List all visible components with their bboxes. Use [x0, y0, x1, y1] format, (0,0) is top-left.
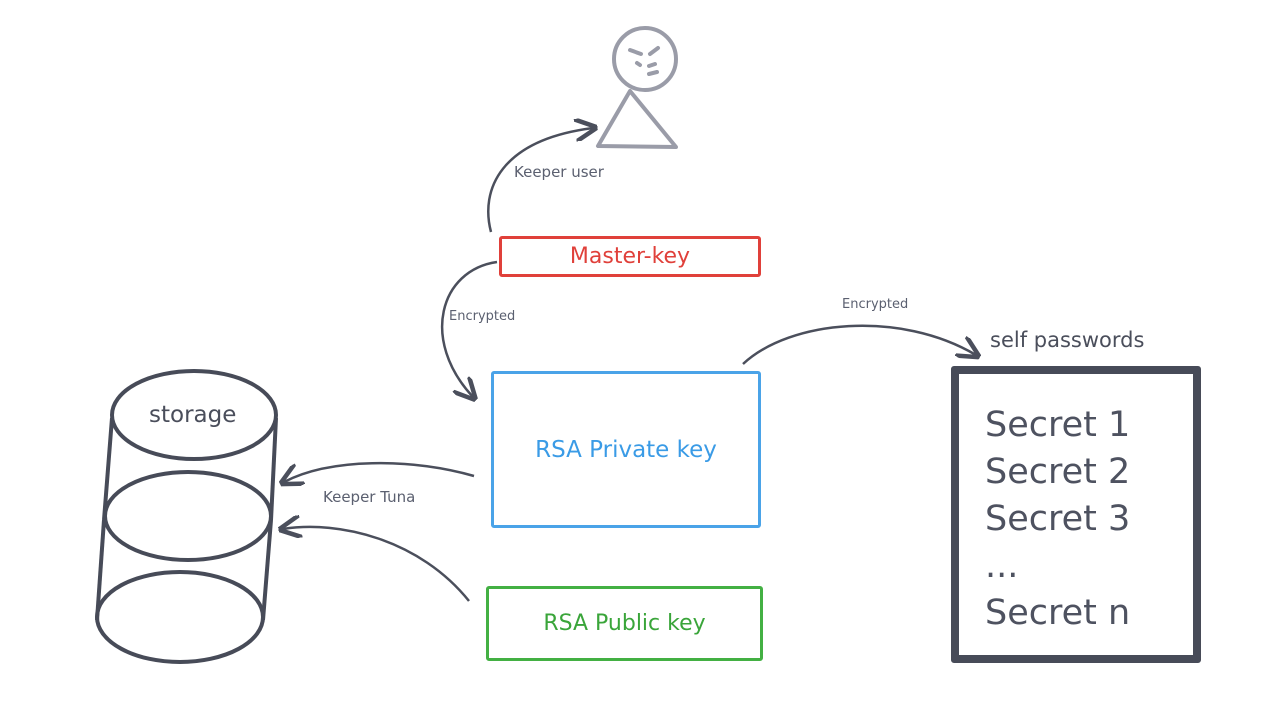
self-passwords-title: self passwords — [990, 328, 1145, 352]
rsa-private-key-box: RSA Private key — [491, 371, 761, 528]
storage-cylinder-icon — [95, 369, 278, 664]
rsa-public-key-box: RSA Public key — [486, 586, 763, 661]
secret-item: ... — [985, 546, 1019, 586]
secret-item: Secret 2 — [985, 452, 1131, 492]
rsa-public-key-label: RSA Public key — [543, 611, 706, 636]
keeper-user-label: Keeper user — [514, 163, 604, 181]
secret-item: Secret n — [985, 593, 1131, 633]
master-key-label: Master-key — [569, 244, 691, 269]
arrow-master-to-private — [440, 260, 498, 397]
secret-item: Secret 1 — [985, 405, 1131, 445]
arrow-public-to-storage — [283, 527, 470, 602]
master-key-box: Master-key — [499, 236, 761, 277]
arrow-private-to-passwords — [742, 324, 976, 365]
secret-item: Secret 3 — [985, 499, 1131, 539]
user-figure-icon — [596, 26, 678, 149]
storage-label: storage — [149, 402, 237, 428]
keeper-tuna-label: Keeper Tuna — [323, 488, 416, 506]
encrypted-label-left: Encrypted — [449, 309, 516, 324]
rsa-private-key-label: RSA Private key — [535, 436, 717, 463]
self-passwords-box: Secret 1 Secret 2 Secret 3 ... Secret n — [951, 366, 1201, 663]
encrypted-label-right: Encrypted — [842, 297, 909, 312]
arrow-master-to-user — [487, 128, 593, 233]
arrow-private-to-storage — [284, 461, 475, 482]
